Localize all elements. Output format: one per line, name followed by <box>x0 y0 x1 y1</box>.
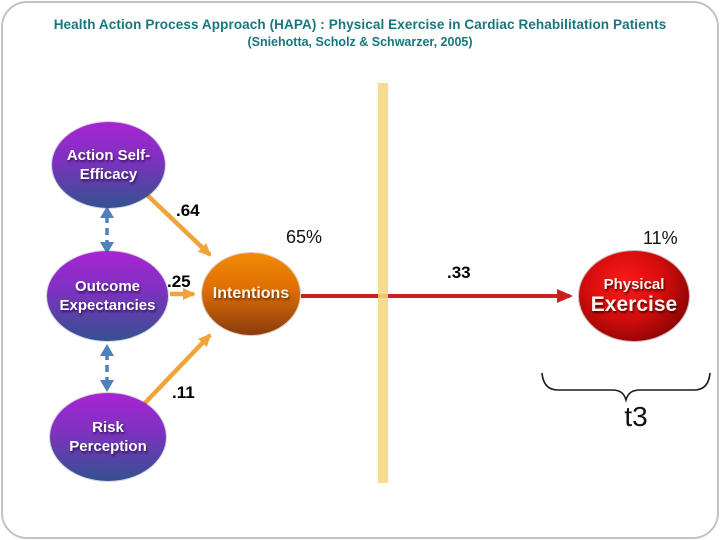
node-label-line: Risk <box>92 419 124 436</box>
coefficient-oe-intentions: .25 <box>167 272 191 291</box>
coefficient-intentions-exercise: .33 <box>447 263 471 282</box>
node-label-line: Outcome <box>74 278 140 295</box>
time-divider-bar <box>378 83 388 483</box>
node-outcome-expectancies: Outcome Expectancies <box>47 251 168 341</box>
covariance-arrowhead-up-1 <box>100 206 114 218</box>
node-label-line: Efficacy <box>79 166 138 183</box>
time-point-label: t3 <box>624 401 648 432</box>
node-action-self-efficacy: Action Self- Efficacy <box>52 122 165 208</box>
node-physical-exercise: Physical Exercise <box>579 251 689 341</box>
variance-intentions: 65% <box>286 227 323 247</box>
node-label-line: Intentions <box>212 285 290 302</box>
node-label-line: Exercise <box>590 293 678 316</box>
node-label-line: Expectancies <box>59 297 156 314</box>
node-label-line: Action Self- <box>66 147 151 164</box>
coefficient-ase-intentions: .64 <box>176 201 200 220</box>
covariance-arrowhead-down-1 <box>100 242 114 254</box>
node-label-line: Physical <box>603 276 665 293</box>
t3-underbrace <box>541 372 711 403</box>
slide-title: Health Action Process Approach (HAPA) : … <box>20 16 700 51</box>
variance-physical-exercise: 11% <box>643 228 678 248</box>
path-arrow-ase-to-intentions <box>141 189 212 257</box>
coefficient-rp-intentions: .11 <box>172 383 195 402</box>
node-intentions: Intentions <box>202 253 300 335</box>
node-risk-perception: Risk Perception <box>50 393 166 481</box>
node-label-line: Perception <box>69 438 147 455</box>
title-line-1: Health Action Process Approach (HAPA) : … <box>53 17 667 32</box>
covariance-arrowhead-down-2 <box>100 380 114 392</box>
covariance-arrowhead-up-2 <box>100 344 114 356</box>
title-line-2: (Sniehotta, Scholz & Schwarzer, 2005) <box>247 35 473 49</box>
path-arrow-rp-to-intentions <box>142 333 212 406</box>
